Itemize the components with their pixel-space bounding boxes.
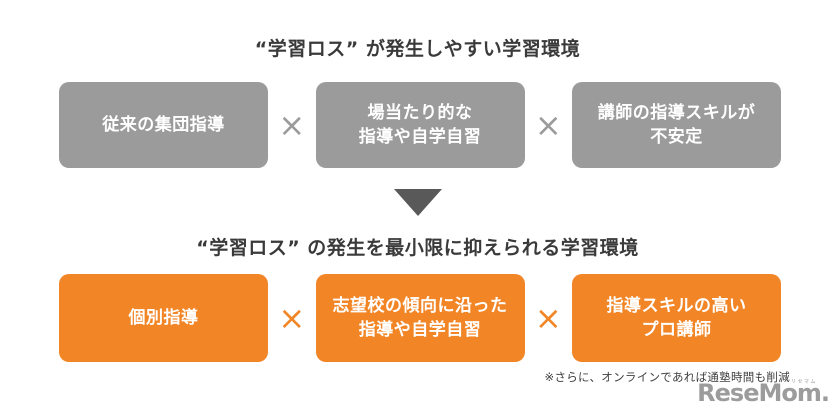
footnote: ※さらに、オンラインであれば通塾時間も削減 [544,370,790,384]
top-box-adhoc-study: 場当たり的な 指導や自学自習 [315,82,525,168]
top-box-row: 従来の集団指導 × 場当たり的な 指導や自学自習 × 講師の指導スキルが 不安定 [59,82,781,168]
resemom-logo: リセマム ReseMom. [697,379,830,407]
down-arrow-icon [393,189,442,216]
bottom-box-pro-instructor: 指導スキルの高い プロ講師 [572,274,781,362]
bottom-box-row: 個別指導 × 志望校の傾向に沿った 指導や自学自習 × 指導スキルの高い プロ講… [59,274,781,362]
bottom-box-individual-instruction: 個別指導 [59,274,268,362]
multiply-icon: × [534,299,562,337]
logo-text: ReseMom. [697,379,830,407]
multiply-icon: × [534,106,562,144]
bottom-box-targeted-study: 志望校の傾向に沿った 指導や自学自習 [315,274,525,362]
top-box-group-instruction: 従来の集団指導 [59,82,268,168]
multiply-icon: × [278,299,306,337]
top-box-unstable-skill: 講師の指導スキルが 不安定 [572,82,781,168]
multiply-icon: × [278,106,306,144]
bottom-section-title: “学習ロス” の発生を最小限に抑えられる学習環境 [196,237,639,259]
top-section-title: “学習ロス” が発生しやすい学習環境 [254,38,581,60]
logo-furigana: リセマム [790,379,817,385]
